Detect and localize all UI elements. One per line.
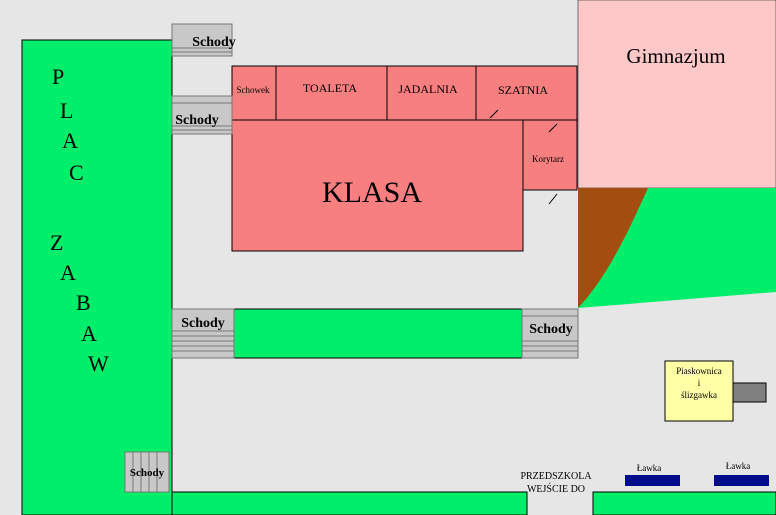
door-mark-korytarz-top	[548, 123, 558, 133]
playground-area	[21, 39, 173, 515]
room-klasa-label: KLASA	[322, 176, 422, 209]
playground-letter-z: Z	[50, 230, 63, 255]
entrance-label-line2: WEJŚCIE DO	[527, 483, 585, 495]
bench-left-label: Ławka	[637, 463, 662, 473]
stairs-top: Schody	[171, 23, 236, 57]
stairs-top-label: Schody	[192, 35, 236, 50]
stairs-middle-right-label: Schody	[529, 322, 573, 337]
playground-letters: P L A C Z A B A W	[50, 64, 109, 376]
stairs-bottom-left-label: Schody	[130, 467, 165, 479]
sandbox-and-slide: Piaskownica i ślizgawka	[664, 360, 767, 422]
sandbox	[664, 360, 734, 422]
playground-letter-p: P	[52, 64, 64, 89]
middle-lawn	[233, 308, 523, 359]
entrance-label-line1: PRZEDSZKOLA	[520, 471, 592, 482]
room-toaleta	[275, 65, 388, 121]
room-klasa	[231, 119, 524, 252]
room-jadalnia-label: JADALNIA	[398, 82, 458, 96]
stairs-second: Schody	[171, 95, 233, 135]
sandbox-label-line1: Piaskownica	[676, 366, 722, 376]
playground-letter-a3: A	[81, 321, 97, 346]
stairs-middle-left: Schody	[171, 308, 235, 359]
playground-letter-a2: A	[60, 260, 76, 285]
room-toaleta-label: TOALETA	[303, 81, 357, 95]
stairs-bottom-left: Schody	[124, 451, 170, 493]
door-mark-korytarz-bottom	[548, 193, 558, 205]
bottom-lawn-right	[592, 491, 776, 515]
room-szatnia-label: SZATNIA	[498, 83, 548, 97]
stairs-middle-left-label: Schody	[181, 316, 225, 331]
playground-letter-a: A	[62, 128, 78, 153]
bottom-lawn-center	[171, 491, 528, 515]
room-korytarz-label: Korytarz	[532, 154, 564, 164]
playground-letter-w: W	[88, 351, 109, 376]
stairs-second-label: Schody	[175, 113, 219, 128]
bench-left: Ławka	[625, 463, 680, 486]
stairs-middle-right: Schody	[521, 308, 579, 359]
building: Schowek TOALETA JADALNIA SZATNIA Korytar…	[231, 65, 578, 252]
bench-right-label: Ławka	[726, 461, 751, 471]
slide	[731, 382, 767, 403]
garden-path	[578, 188, 648, 308]
door-mark-szatnia	[489, 109, 499, 119]
playground-letter-l: L	[60, 98, 73, 123]
sandbox-label-line2: i	[698, 378, 701, 388]
playground-letter-c: C	[69, 160, 84, 185]
playground-letter-b: B	[76, 290, 91, 315]
sandbox-label-line3: ślizgawka	[681, 390, 717, 400]
gymnasium-building	[577, 0, 776, 189]
room-schowek-label: Schowek	[237, 85, 270, 95]
gymnasium-label: Gimnazjum	[626, 44, 725, 68]
bench-right: Ławka	[714, 461, 769, 486]
right-lawn	[578, 188, 776, 308]
